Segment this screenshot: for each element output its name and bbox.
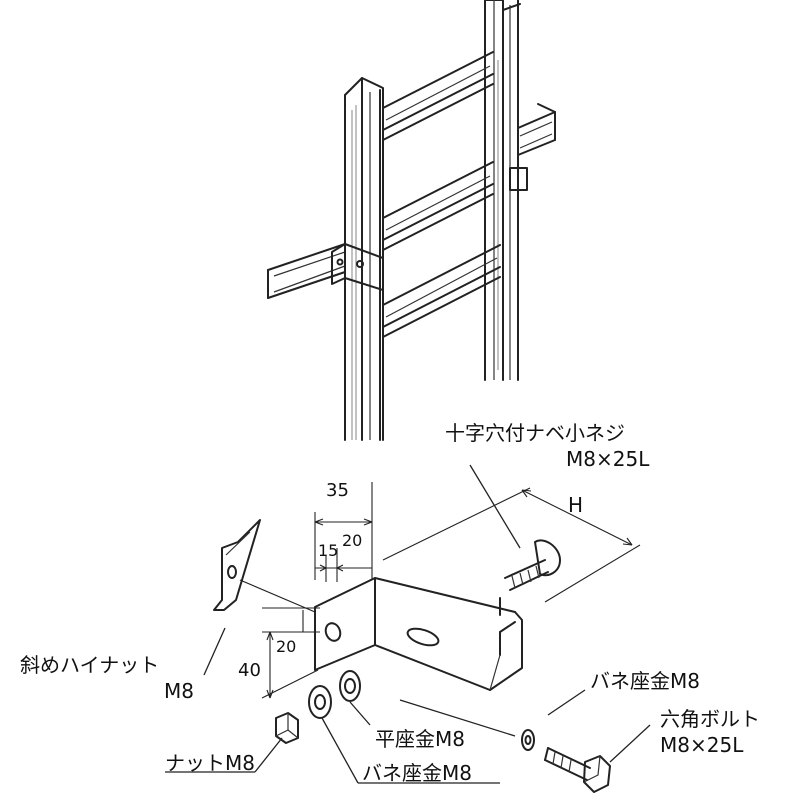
label-spring-washer-right: バネ座金M8 — [590, 669, 700, 693]
ladder-rung-bottom — [382, 244, 501, 338]
hex-bolt — [544, 747, 611, 793]
ladder-assembly — [267, 0, 556, 441]
label-hex-bolt-size: M8×25L — [660, 733, 744, 757]
dimension-lines — [239, 482, 641, 699]
label-flat-washer: 平座金M8 — [375, 727, 465, 751]
ladder-rung-middle — [382, 161, 494, 251]
ladder-stile-left — [344, 77, 384, 441]
spring-washer-left — [339, 670, 361, 702]
label-dim-20-top: 20 — [342, 531, 362, 550]
hex-nut — [275, 712, 299, 744]
label-dim-20-side: 20 — [276, 637, 296, 656]
labels: 十字穴付ナベ小ネジ M8×25L H 35 15 20 20 40 斜めハイナッ… — [20, 421, 760, 785]
label-hex-bolt: 六角ボルト — [660, 707, 760, 731]
label-dim-h: H — [568, 493, 583, 517]
label-pan-screw-size: M8×25L — [566, 447, 650, 471]
diagonal-high-nut — [213, 519, 261, 611]
stile-clamp — [509, 167, 528, 191]
label-dim-35: 35 — [326, 480, 349, 501]
label-pan-screw: 十字穴付ナベ小ネジ — [445, 421, 625, 445]
ladder-rung-top — [382, 51, 494, 141]
label-dim-15: 15 — [318, 541, 338, 560]
spring-washer-right — [521, 729, 535, 751]
label-dim-40: 40 — [238, 660, 261, 681]
label-spring-washer-left: バネ座金M8 — [362, 761, 472, 785]
mounted-bracket — [331, 243, 384, 291]
pan-head-screw — [504, 539, 561, 591]
support-channel — [267, 103, 556, 299]
label-diagonal-nut: 斜めハイナット — [20, 653, 159, 677]
flat-washer — [308, 685, 332, 719]
label-diagonal-nut-size: M8 — [164, 679, 194, 703]
leader-lines — [165, 464, 651, 784]
label-nut: ナットM8 — [165, 751, 255, 775]
l-bracket — [314, 577, 523, 691]
